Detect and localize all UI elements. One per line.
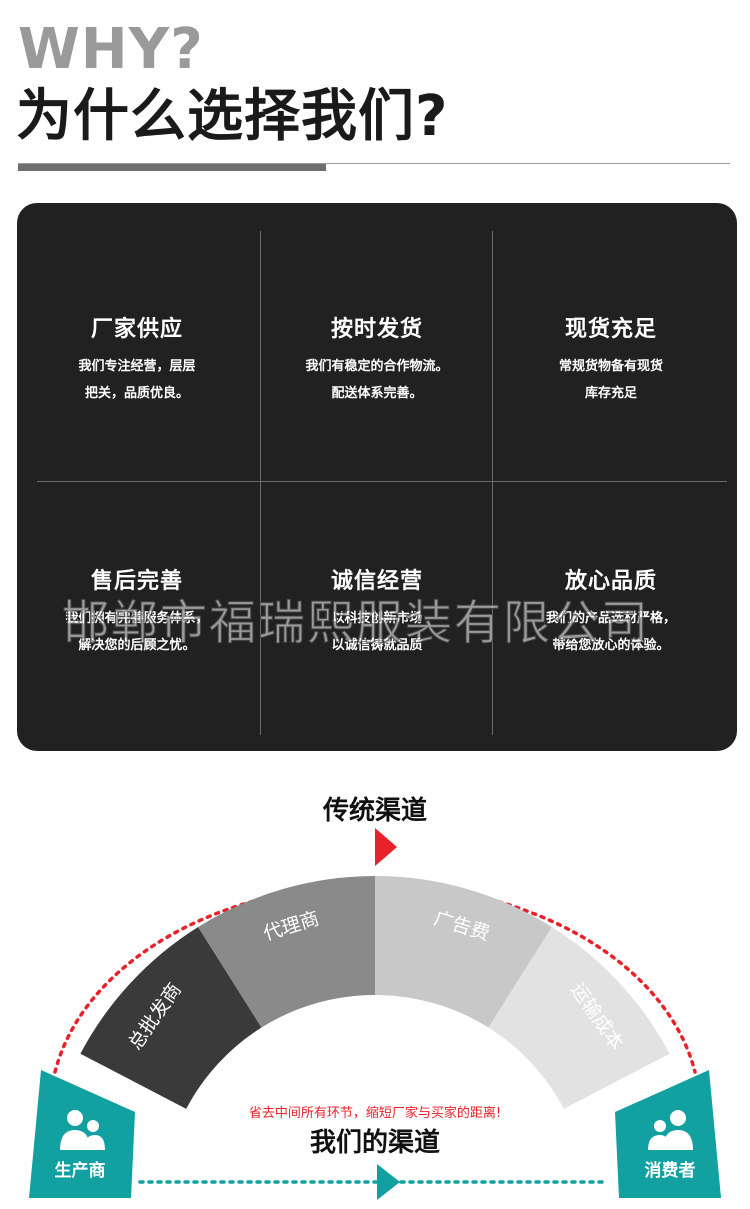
feature-integrity: 诚信经营 以科技创新市场 以诚信铸就品质 [257, 563, 497, 659]
feature-on-time-delivery: 按时发货 我们有稳定的合作物流。 配送体系完善。 [257, 311, 497, 407]
why-heading: WHY? [18, 17, 204, 82]
feature-desc: 解决您的后顾之忧。 [78, 638, 196, 653]
feature-title: 售后完善 [90, 569, 183, 594]
producer-label: 生产商 [54, 1161, 106, 1181]
feature-title: 厂家供应 [90, 317, 183, 342]
feature-desc: 以科技创新市场 [331, 611, 423, 626]
feature-title: 诚信经营 [330, 569, 423, 594]
segment-wholesaler [80, 927, 262, 1109]
segment-transport [488, 927, 670, 1109]
feature-stock: 现货充足 常规货物备有现货 库存充足 [491, 311, 731, 407]
grid-divider [260, 231, 261, 735]
segment-agent [198, 876, 375, 1028]
grid-divider [37, 481, 727, 482]
feature-title: 现货充足 [564, 317, 657, 342]
title-divider-accent [18, 164, 326, 171]
feature-factory-supply: 厂家供应 我们专注经营，层层 把关，品质优良。 [17, 311, 257, 407]
consumer-people-icon [648, 1110, 693, 1150]
arrow-right-icon [375, 828, 397, 866]
feature-desc: 配送体系完善。 [331, 386, 423, 401]
feature-desc: 我们的产品选材严格， [545, 611, 676, 626]
feature-quality: 放心品质 我们的产品选材严格， 带给您放心的体验。 [491, 563, 731, 659]
arrow-right-icon [377, 1164, 400, 1200]
feature-desc: 把关，品质优良。 [84, 386, 189, 401]
feature-title: 按时发货 [330, 317, 423, 342]
feature-desc: 带给您放心的体验。 [552, 638, 670, 653]
title-divider [18, 163, 730, 164]
channel-note: 省去中间所有环节，缩短厂家与买家的距离! [248, 1106, 502, 1121]
feature-after-sales: 售后完善 我们拥有完善服务体系， 解决您的后顾之忧。 [17, 563, 257, 659]
feature-desc: 我们拥有完善服务体系， [65, 611, 209, 626]
feature-title: 放心品质 [564, 569, 657, 594]
features-card: 厂家供应 我们专注经营，层层 把关，品质优良。 按时发货 我们有稳定的合作物流。… [17, 203, 737, 751]
feature-desc: 库存充足 [584, 386, 637, 401]
feature-desc: 常规货物备有现货 [558, 359, 663, 374]
feature-desc: 以诚信铸就品质 [331, 638, 423, 653]
traditional-channel-title: 传统渠道 [322, 796, 427, 826]
our-channel-title: 我们的渠道 [309, 1128, 440, 1158]
consumer-label: 消费者 [644, 1161, 696, 1181]
feature-desc: 我们专注经营，层层 [78, 359, 196, 374]
segment-advertising [375, 876, 552, 1028]
page-title: 为什么选择我们? [16, 84, 449, 149]
grid-divider [492, 231, 493, 735]
producer-people-icon [60, 1110, 105, 1150]
feature-desc: 我们有稳定的合作物流。 [305, 359, 449, 374]
